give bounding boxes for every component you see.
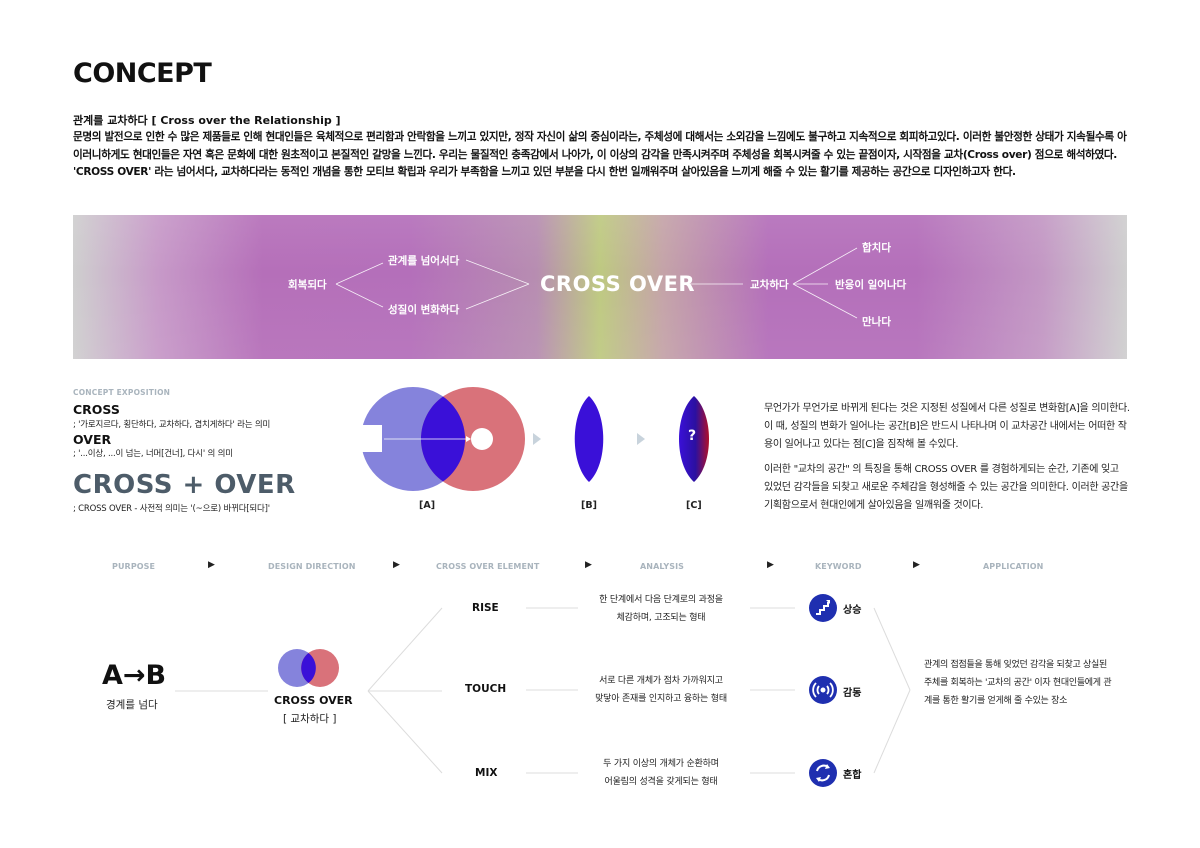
- flow-header-purpose: PURPOSE: [112, 562, 156, 571]
- arrow-right-icon: [533, 433, 541, 445]
- question-mark: ?: [688, 428, 697, 444]
- band-beyond-relationship-text: 관계를 넘어서다: [388, 255, 460, 267]
- analysis-mix-line-1: 두 가지 이상의 개체가 순환하며: [603, 759, 719, 769]
- concept-subtitle: 관계를 교차하다 [ Cross over the Relationship ]: [73, 114, 341, 127]
- flow-arrow-icon: ▶: [585, 560, 592, 570]
- flow-header-keyword: KEYWORD: [815, 562, 862, 571]
- flow-header-application: APPLICATION: [983, 562, 1044, 571]
- small-venn-icon: [278, 649, 339, 687]
- direction-cross-over-label: CROSS OVER: [274, 694, 353, 707]
- flow-arrow-icon: ▶: [767, 560, 774, 570]
- keyword-touch: 감동: [843, 688, 862, 699]
- concept-exposition-label: CONCEPT EXPOSITION: [73, 388, 171, 397]
- band-intersect-text: 교차하다: [750, 279, 789, 291]
- element-touch: TOUCH: [465, 683, 507, 695]
- purpose-a-to-b: A→B: [102, 660, 167, 691]
- flow-arrow-icon: ▶: [393, 560, 400, 570]
- element-rise: RISE: [472, 602, 499, 614]
- concept-gradient-band: [73, 215, 1127, 359]
- circle-shape: [471, 428, 493, 450]
- lens-b: [574, 396, 604, 482]
- arrow-right-icon: [637, 433, 645, 445]
- square-shape: [355, 425, 382, 452]
- lens-c: [679, 396, 709, 482]
- exposition-paragraph-1: 무언가가 무언가로 바뀌게 된다는 것은 지정된 성질에서 다른 성질로 변화함…: [764, 403, 1130, 450]
- cross-plus-over-heading: CROSS + OVER: [73, 470, 296, 500]
- analysis-touch-line-2: 맞닿아 존재를 인지하고 융하는 형태: [595, 694, 727, 704]
- cross-word: CROSS: [73, 402, 120, 417]
- band-combine-text: 합치다: [862, 242, 891, 254]
- band-change-nature-text: 성질이 변화하다: [388, 304, 460, 316]
- analysis-rise: 한 단계에서 다음 단계로의 과정을 체감하며, 고조되는 형태: [561, 591, 761, 627]
- concept-body-text: 문명의 발전으로 인한 수 많은 제품들로 인해 현대인들은 육체적으로 편리함…: [73, 131, 1127, 178]
- keyword-rise: 상승: [843, 605, 862, 616]
- analysis-rise-line-2: 체감하며, 고조되는 형태: [616, 613, 706, 623]
- band-connector-lines: [335, 247, 858, 319]
- band-react-text: 반응이 일어나다: [835, 279, 907, 291]
- analysis-mix: 두 가지 이상의 개체가 순환하며 어울림의 성격을 갖게되는 형태: [561, 755, 761, 791]
- flow-arrow-icon: ▶: [913, 560, 920, 570]
- flow-connector-lines: [175, 607, 911, 774]
- over-word: OVER: [73, 432, 112, 447]
- direction-subtitle: [ 교차하다 ]: [283, 713, 337, 725]
- venn-figures: [355, 387, 709, 491]
- signal-waves-icon: [809, 676, 837, 704]
- analysis-touch: 서로 다른 개체가 점차 가까워지고 맞닿아 존재를 인지하고 융하는 형태: [561, 672, 761, 708]
- exposition-paragraph-2: 이러한 "교차의 공간" 의 특징을 통해 CROSS OVER 를 경험하게되…: [764, 464, 1128, 511]
- analysis-touch-line-1: 서로 다른 개체가 점차 가까워지고: [599, 676, 723, 686]
- application-text: 관계의 접점들을 통해 잊었던 감각을 되찾고 상실된 주체를 회복하는 '교차…: [924, 660, 1112, 706]
- flow-header-element: CROSS OVER ELEMENT: [436, 562, 540, 571]
- figure-a-label: [A]: [419, 500, 436, 511]
- flow-arrow-icon: ▶: [208, 560, 215, 570]
- figure-b-label: [B]: [581, 500, 597, 511]
- purpose-subtitle: 경계를 넘다: [106, 699, 158, 711]
- band-meet-text: 만나다: [862, 316, 891, 328]
- cross-over-dictionary-meaning: ; CROSS OVER - 사전적 의미는 '(~으로) 바뀌다[되다]': [73, 504, 270, 514]
- stairs-up-icon: [809, 594, 837, 622]
- over-meaning: ; '...이상, ...이 넘는, 너머[건너], 다시' 의 의미: [73, 449, 233, 459]
- analysis-mix-line-2: 어울림의 성격을 갖게되는 형태: [604, 777, 718, 787]
- element-mix: MIX: [475, 767, 498, 779]
- page-title: CONCEPT: [73, 58, 212, 89]
- cross-meaning: ; '가로지르다, 횡단하다, 교차하다, 겹치게하다' 라는 의미: [73, 420, 271, 430]
- band-cross-over-title: CROSS OVER: [540, 272, 696, 296]
- band-restore-text: 회복되다: [288, 279, 327, 291]
- analysis-rise-line-1: 한 단계에서 다음 단계로의 과정을: [599, 595, 723, 605]
- flow-header-design-direction: DESIGN DIRECTION: [268, 562, 356, 571]
- keyword-mix: 혼합: [843, 770, 862, 781]
- figure-c-label: [C]: [686, 500, 702, 511]
- flow-header-analysis: ANALYSIS: [640, 562, 685, 571]
- cycle-arrows-icon: [809, 759, 837, 787]
